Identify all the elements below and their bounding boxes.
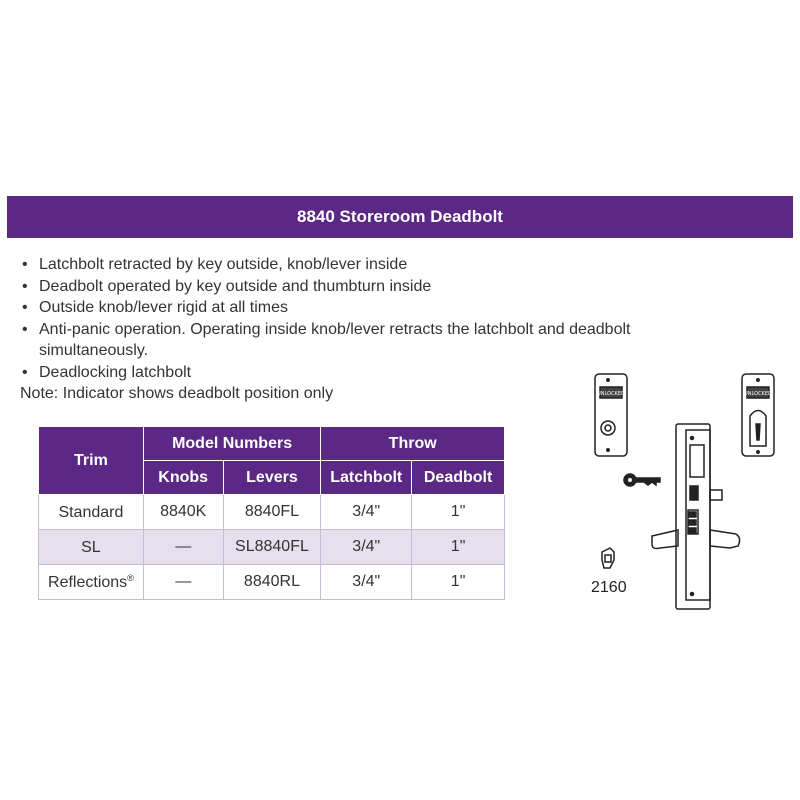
bullet-icon: •: [22, 299, 28, 316]
inside-escutcheon-icon: UNLOCKED: [741, 373, 775, 457]
feature-item: •Anti-panic operation. Operating inside …: [22, 320, 631, 360]
deadbolt-cell: 1": [411, 529, 505, 565]
levers-cell: 8840RL: [222, 564, 322, 600]
knobs-cell: 8840K: [142, 494, 224, 530]
latchbolt-cell: 3/4": [320, 494, 413, 530]
section-title-banner: 8840 Storeroom Deadbolt: [7, 196, 793, 238]
bullet-icon: •: [22, 363, 28, 381]
header-model-numbers: Model Numbers: [142, 426, 322, 461]
feature-item: •Outside knob/lever rigid at all times: [20, 297, 720, 319]
table-row: SL — SL8840FL 3/4" 1": [38, 529, 505, 565]
table-row: Reflections® — 8840RL 3/4" 1": [38, 564, 505, 600]
svg-text:UNLOCKED: UNLOCKED: [597, 391, 625, 397]
bullet-icon: •: [22, 256, 28, 273]
lever-handle-icon: [651, 529, 741, 550]
header-knobs: Knobs: [142, 460, 224, 495]
feature-item: •Deadlocking latchbolt: [20, 362, 720, 384]
latchbolt-cell: 3/4": [320, 564, 413, 600]
mortise-lock-diagram: UNLOCKED UNLOCKED: [594, 373, 775, 610]
key-icon: [623, 473, 661, 487]
cylinder-2160-icon: [601, 547, 615, 569]
bullet-icon: •: [22, 277, 28, 295]
header-deadbolt: Deadbolt: [411, 460, 505, 495]
indicator-note: Note: Indicator shows deadbolt position …: [20, 385, 334, 402]
outside-escutcheon-icon: UNLOCKED: [594, 373, 628, 457]
header-latchbolt: Latchbolt: [320, 460, 413, 495]
header-levers: Levers: [222, 460, 322, 495]
section-title: 8840 Storeroom Deadbolt: [297, 207, 503, 226]
levers-cell: SL8840FL: [222, 529, 322, 565]
mortise-case-icon: [675, 423, 723, 610]
deadbolt-cell: 1": [411, 494, 505, 530]
latchbolt-cell: 3/4": [320, 529, 413, 565]
knobs-cell: —: [142, 564, 224, 600]
knobs-cell: —: [142, 529, 224, 565]
trim-cell: SL: [38, 529, 144, 565]
feature-list: •Latchbolt retracted by key outside, kno…: [20, 254, 720, 405]
table-row: Standard 8840K 8840FL 3/4" 1": [38, 494, 505, 530]
header-throw: Throw: [320, 426, 505, 461]
deadbolt-cell: 1": [411, 564, 505, 600]
levers-cell: 8840FL: [222, 494, 322, 530]
bullet-icon: •: [22, 320, 28, 338]
trim-cell: Reflections®: [38, 564, 144, 600]
model-numbers-table: Trim Model Numbers Throw Knobs Levers La…: [38, 426, 505, 600]
part-number-label: 2160: [591, 579, 627, 596]
svg-text:UNLOCKED: UNLOCKED: [744, 391, 772, 397]
header-trim: Trim: [38, 426, 144, 495]
feature-item: •Deadbolt operated by key outside and th…: [20, 276, 720, 298]
feature-item: •Latchbolt retracted by key outside, kno…: [20, 254, 720, 276]
trim-cell: Standard: [38, 494, 144, 530]
